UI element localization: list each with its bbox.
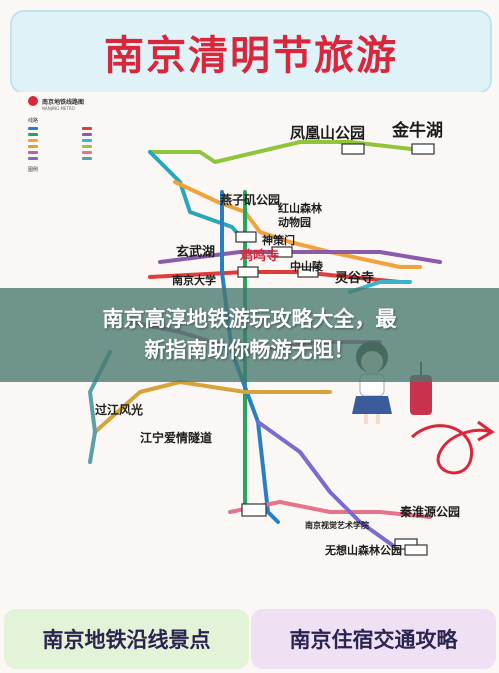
station-label-yanziji: 燕子矶公园 xyxy=(220,192,280,207)
legend-line-item xyxy=(82,151,130,154)
legend-line-item xyxy=(82,127,130,130)
line-color-swatch xyxy=(82,145,92,148)
line-color-swatch xyxy=(82,157,92,160)
decorative-arrow-icon xyxy=(411,424,491,475)
map-legend: 南京地铁线路图 NANJING METRO 线路 图例 xyxy=(28,96,130,356)
legend-line-item xyxy=(82,133,130,136)
page-title: 南京清明节旅游 xyxy=(104,33,398,79)
line-4 xyxy=(158,250,442,264)
line-color-swatch xyxy=(82,127,92,130)
station-box xyxy=(404,544,428,556)
station-box xyxy=(235,231,257,243)
legend-line-item xyxy=(28,133,76,136)
legend-line-item xyxy=(28,127,76,130)
line-color-swatch xyxy=(28,127,38,130)
station-box xyxy=(241,503,267,517)
station-box xyxy=(237,266,259,278)
line-color-swatch xyxy=(28,145,38,148)
line-color-swatch xyxy=(28,157,38,160)
station-label-nju: 南京大学 xyxy=(172,273,216,287)
line-color-swatch xyxy=(82,151,92,154)
station-label-jimingsi: 鸡鸣寺 xyxy=(239,248,279,264)
line-color-swatch xyxy=(82,133,92,136)
metro-line-network: 凤凰山公园 金牛湖 燕子矶公园 红山森林 动物园 神策门 玄武湖 鸡鸣寺 中山陵… xyxy=(88,120,495,557)
metro-attractions-card[interactable]: 南京地铁沿线景点 xyxy=(4,609,249,669)
station-label-wuxiangshan: 无想山森林公园 xyxy=(324,543,402,557)
legend-title: 南京地铁线路图 xyxy=(42,98,85,106)
legend-line-item xyxy=(28,139,76,142)
article-title-line-2: 新指南助你畅游无阻！ xyxy=(144,338,355,362)
station-box xyxy=(341,143,365,155)
article-title-line-1: 南京高淳地铁游玩攻略大全，最 xyxy=(102,307,397,331)
line-color-swatch xyxy=(28,139,38,142)
metro-attractions-label: 南京地铁沿线景点 xyxy=(42,628,211,652)
line-s9 xyxy=(256,420,397,549)
station-label-shencemen: 神策门 xyxy=(262,233,295,247)
lodging-transport-card[interactable]: 南京住宿交通攻略 xyxy=(251,609,496,669)
station-label-qinhuaiyuan: 秦淮源公园 xyxy=(399,504,460,519)
station-label-zhongshanling: 中山陵 xyxy=(290,259,324,273)
legend-line-item xyxy=(82,157,130,160)
station-box xyxy=(297,266,319,278)
line-color-swatch xyxy=(28,133,38,136)
legend-line-list xyxy=(28,127,130,160)
legend-line-item xyxy=(28,157,76,160)
arrowhead-icon xyxy=(477,420,495,442)
legend-symbols-heading: 图例 xyxy=(28,167,39,173)
legend-lines-heading: 线路 xyxy=(28,118,39,124)
station-label-jiangning: 江宁爱情隧道 xyxy=(140,430,212,445)
station-box xyxy=(411,143,435,155)
station-label-art-school: 南京视觉艺术学院 xyxy=(305,520,369,530)
legend-subtitle: NANJING METRO xyxy=(42,106,75,111)
line-color-swatch xyxy=(28,151,38,154)
title-banner: 南京清明节旅游 xyxy=(10,10,492,94)
legend-line-item xyxy=(82,139,130,142)
station-box xyxy=(271,246,293,258)
article-title-overlay: 南京高淳地铁游玩攻略大全，最 新指南助你畅游无阻！ xyxy=(0,288,499,382)
legend-line-item xyxy=(82,145,130,148)
lodging-transport-label: 南京住宿交通攻略 xyxy=(289,628,458,652)
suitcase-icon xyxy=(410,375,432,415)
station-label-zoo: 动物园 xyxy=(278,215,311,229)
line-color-swatch xyxy=(82,139,92,142)
station-label-fenghuangshan: 凤凰山公园 xyxy=(290,124,365,142)
legend-line-item xyxy=(28,151,76,154)
station-label-linggusi: 灵谷寺 xyxy=(335,270,374,286)
station-label-jinniuhu: 金牛湖 xyxy=(391,120,443,141)
metro-logo-icon xyxy=(28,96,38,106)
station-label-xuanwuhu: 玄武湖 xyxy=(176,244,215,260)
line-s3 xyxy=(93,380,332,434)
legend-line-item xyxy=(28,145,76,148)
line-1 xyxy=(220,190,280,524)
station-label-hongshan: 红山森林 xyxy=(278,201,322,215)
station-label-guojiang: 过江风光 xyxy=(95,402,143,417)
line-s8 xyxy=(148,140,422,164)
